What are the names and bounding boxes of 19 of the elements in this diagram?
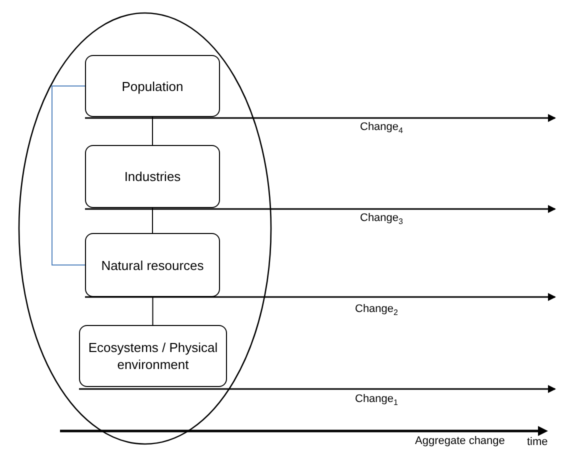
edge-label: Change$_{2}$ (355, 303, 398, 318)
connector-line (152, 296, 154, 326)
axis-label: Aggregate change (415, 435, 505, 447)
edge-label: Change$_{4}$ (360, 121, 403, 136)
arrow (85, 114, 556, 122)
process-box: Ecosystems / Physical environment (79, 325, 227, 387)
process-box: Industries (85, 145, 220, 208)
arrow (85, 293, 556, 301)
connector-line (52, 86, 86, 266)
axis-label: time (527, 436, 548, 448)
edge-label: Change$_{3}$ (360, 212, 403, 226)
arrow (79, 385, 556, 393)
connector-line (152, 116, 153, 146)
arrow (85, 205, 556, 213)
ellipse (18, 12, 272, 445)
connector-line (152, 208, 153, 234)
process-box: Population (85, 55, 220, 117)
edge-label: Change$_{1}$ (355, 393, 398, 408)
process-box: Natural resources (85, 233, 220, 297)
